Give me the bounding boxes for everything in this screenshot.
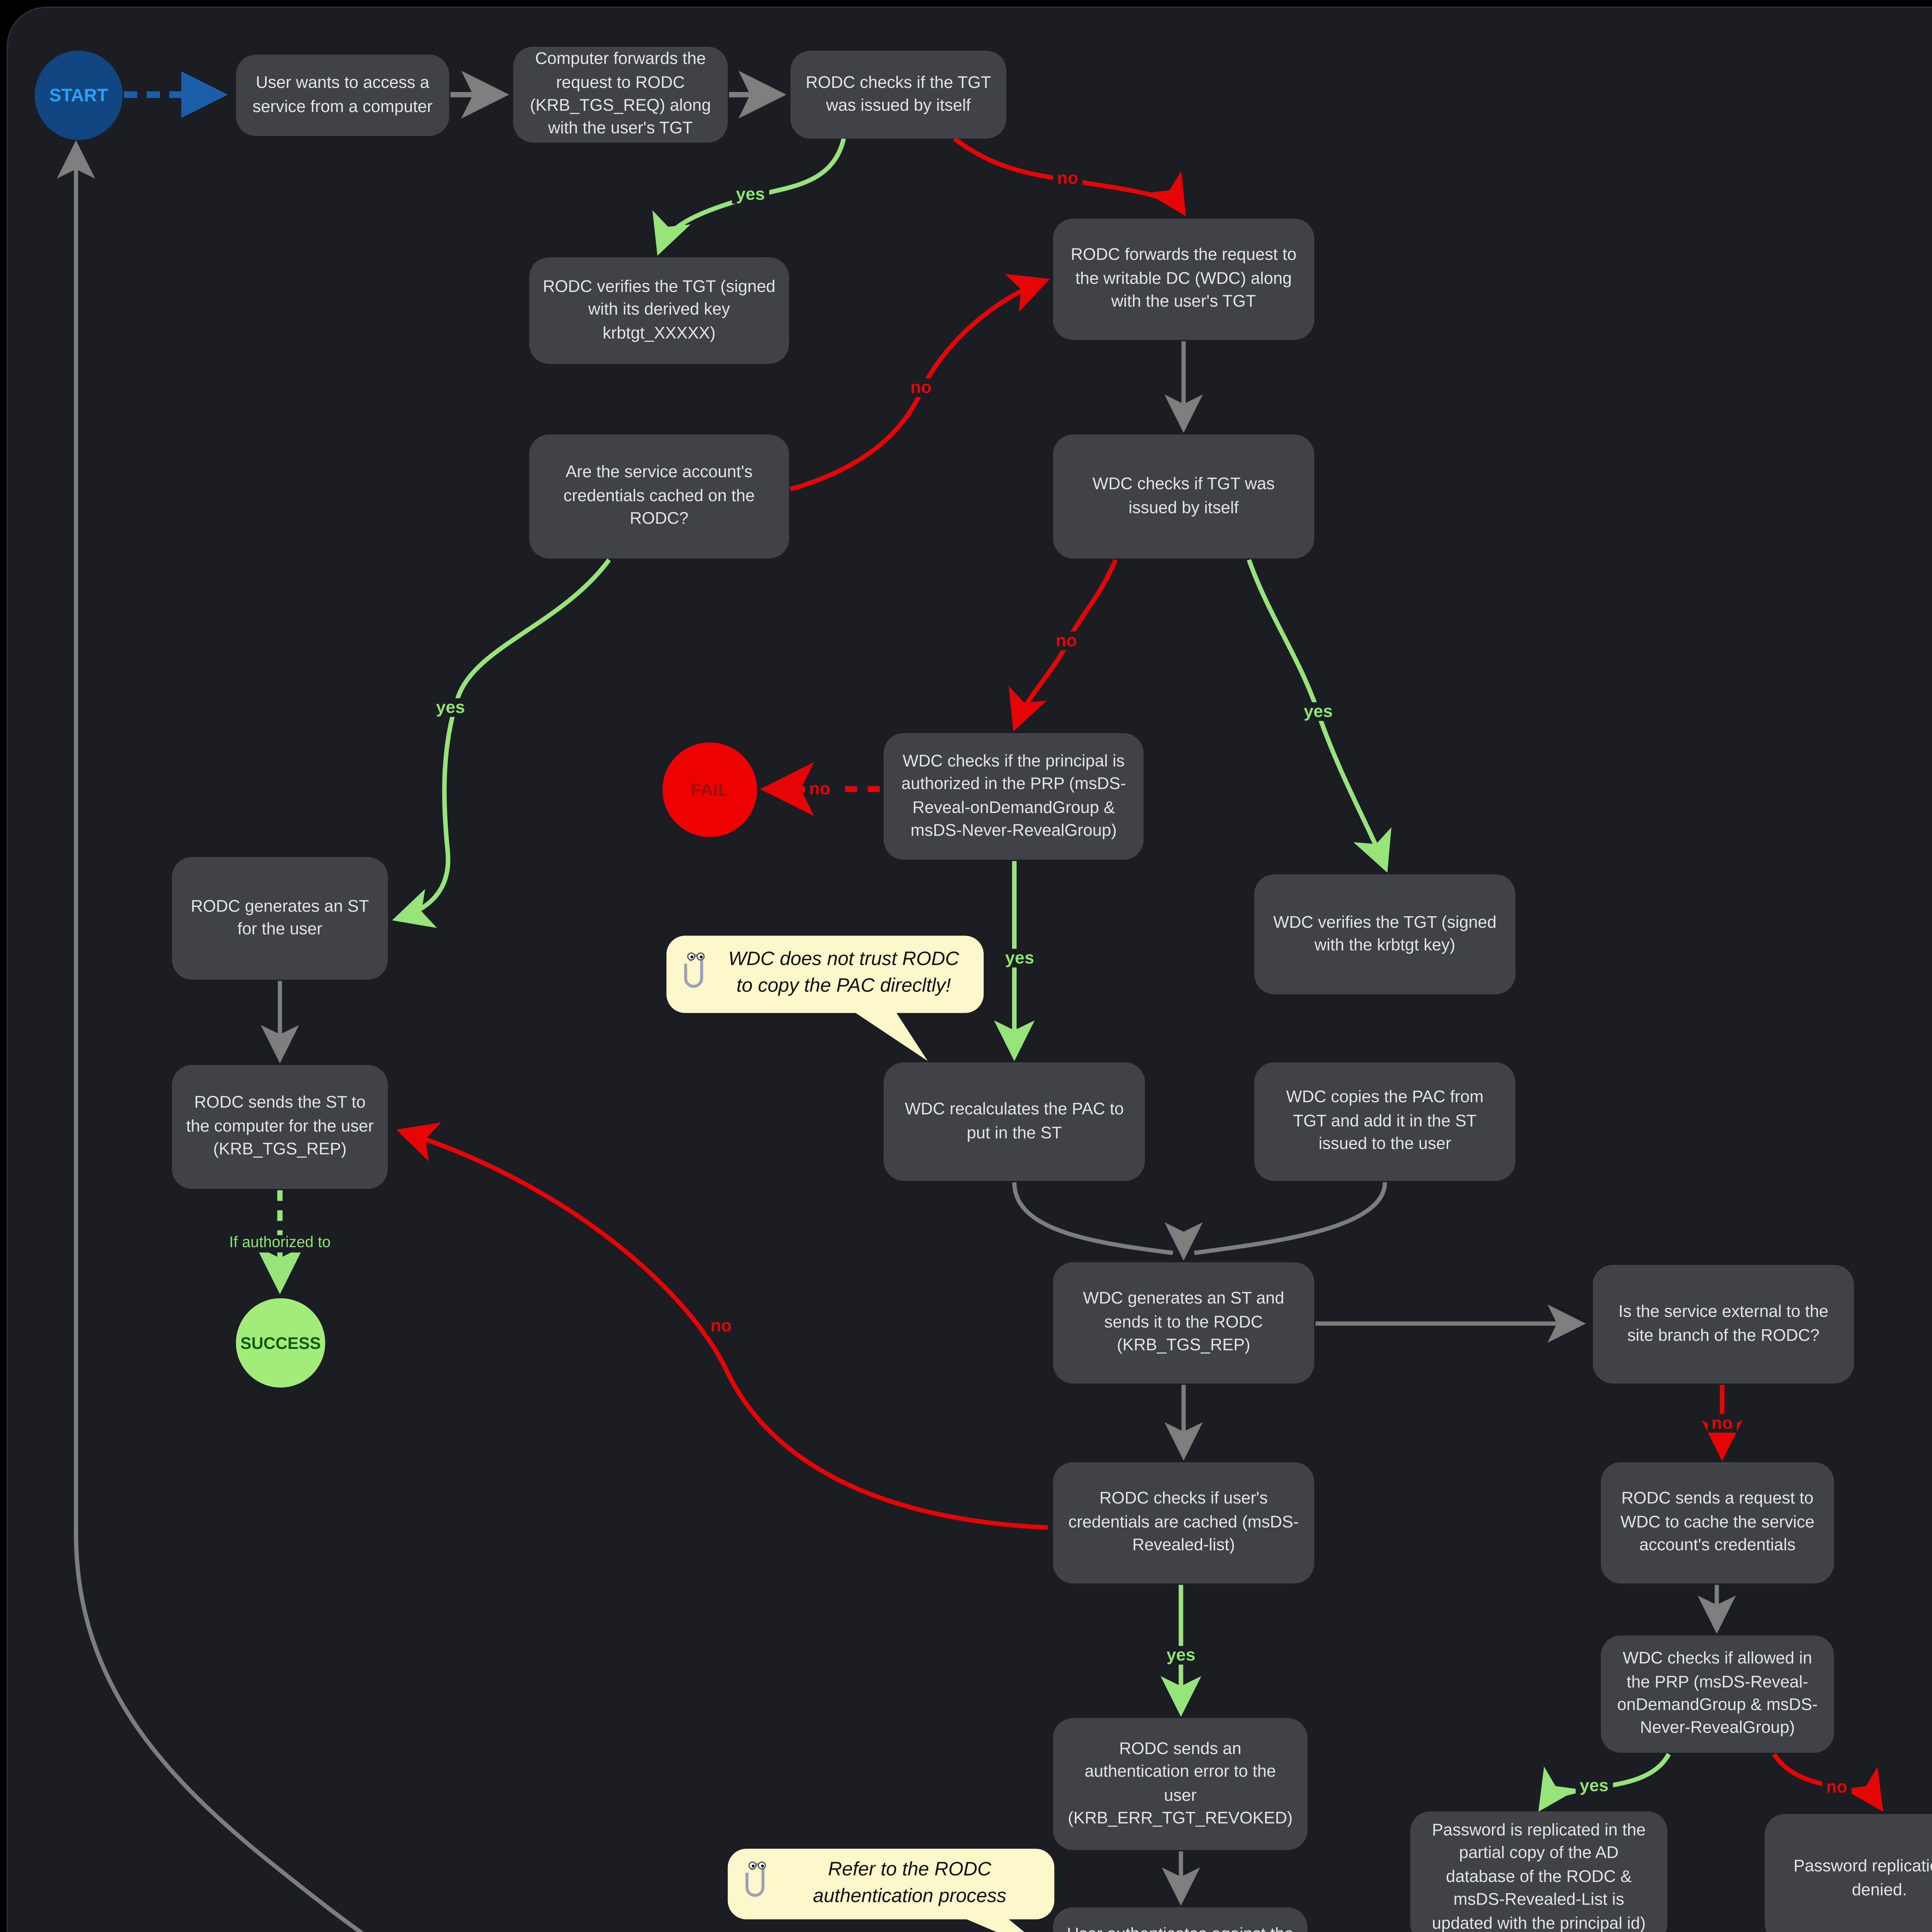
edge-reauth-to-start xyxy=(56,140,364,1932)
node-wdc-checks-tgt-self: WDC checks if TGT was issued by itself xyxy=(1053,434,1315,559)
node-wdc-checks-prp-allowed: WDC checks if allowed in the PRP (msDS-R… xyxy=(1600,1635,1834,1753)
label-if-authorized: If authorized to xyxy=(225,1235,335,1252)
label-no-b8-fail: no xyxy=(805,779,835,799)
node-rodc-checks-user-creds: RODC checks if user's credentials are ca… xyxy=(1053,1462,1315,1584)
clippy-icon xyxy=(744,1858,770,1910)
node-service-external: Is the service external to the site bran… xyxy=(1593,1265,1854,1384)
note-text: WDC does not trust RODC to copy the PAC … xyxy=(728,949,959,997)
edge-b20-b11-no xyxy=(396,1122,1048,1530)
node-rodc-verifies-tgt: RODC verifies the TGT (signed with its d… xyxy=(529,257,789,364)
node-password-replicated: Password is replicated in the partial co… xyxy=(1410,1811,1668,1932)
success-terminal: SUCCESS xyxy=(236,1298,325,1388)
node-rodc-checks-tgt-self: RODC checks if the TGT was issued by its… xyxy=(790,51,1007,139)
label-no-b6-b5: no xyxy=(906,377,936,398)
node-user-wants-service: User wants to access a service from a co… xyxy=(236,54,449,136)
label-no-b3-b5: no xyxy=(1053,168,1082,188)
node-wdc-recalculates-pac: WDC recalculates the PAC to put in the S… xyxy=(884,1062,1145,1181)
label-no-b17-b19: no xyxy=(1822,1777,1852,1797)
node-rodc-generates-st: RODC generates an ST for the user xyxy=(172,857,388,980)
node-computer-forwards-request: Computer forwards the request to RODC (K… xyxy=(513,46,728,143)
node-service-creds-cached: Are the service account's credentials ca… xyxy=(529,434,789,559)
label-no-b15-b16: no xyxy=(1707,1413,1737,1433)
label-yes-b20-b21: yes xyxy=(1162,1645,1200,1665)
node-wdc-copies-pac: WDC copies the PAC from TGT and add it i… xyxy=(1254,1062,1516,1181)
node-user-reauthenticates: User authenticates against the RODC agai… xyxy=(1053,1907,1308,1932)
label-yes-b7-b9: yes xyxy=(1299,701,1337,721)
note-refer-rodc-auth: Refer to the RODC authentication process xyxy=(728,1849,1054,1920)
edge-b6-b10-yes xyxy=(392,558,611,928)
note-text: Refer to the RODC authentication process xyxy=(813,1859,1007,1907)
note1-tail xyxy=(847,1007,928,1061)
node-rodc-sends-st: RODC sends the ST to the computer for th… xyxy=(172,1065,388,1189)
clippy-icon xyxy=(682,949,709,1000)
note-wdc-not-trust-rodc: WDC does not trust RODC to copy the PAC … xyxy=(666,935,984,1013)
node-rodc-auth-error: RODC sends an authentication error to th… xyxy=(1053,1718,1308,1850)
label-yes-b17-b18: yes xyxy=(1575,1776,1613,1796)
start-terminal: START xyxy=(34,51,123,140)
fail-terminal: FAIL xyxy=(662,742,757,837)
node-wdc-generates-st: WDC generates an ST and sends it to the … xyxy=(1053,1262,1315,1384)
node-wdc-checks-prp: WDC checks if the principal is authorize… xyxy=(884,733,1144,860)
label-yes-b6-b10: yes xyxy=(432,697,469,718)
label-yes-b3-b4: yes xyxy=(732,184,769,204)
edge-b12-b14 xyxy=(1012,1182,1173,1255)
label-yes-b8-b12: yes xyxy=(1001,948,1038,968)
node-rodc-forwards-to-wdc: RODC forwards the request to the writabl… xyxy=(1053,218,1315,340)
edge-b13-b14 xyxy=(1194,1182,1387,1255)
node-password-denied: Password replication is denied. xyxy=(1765,1814,1932,1932)
label-no-b20-b11: no xyxy=(706,1316,736,1336)
node-rodc-cache-request: RODC sends a request to WDC to cache the… xyxy=(1600,1462,1834,1584)
label-no-b7-b8: no xyxy=(1051,631,1081,651)
node-wdc-verifies-tgt: WDC verifies the TGT (signed with the kr… xyxy=(1254,874,1516,995)
